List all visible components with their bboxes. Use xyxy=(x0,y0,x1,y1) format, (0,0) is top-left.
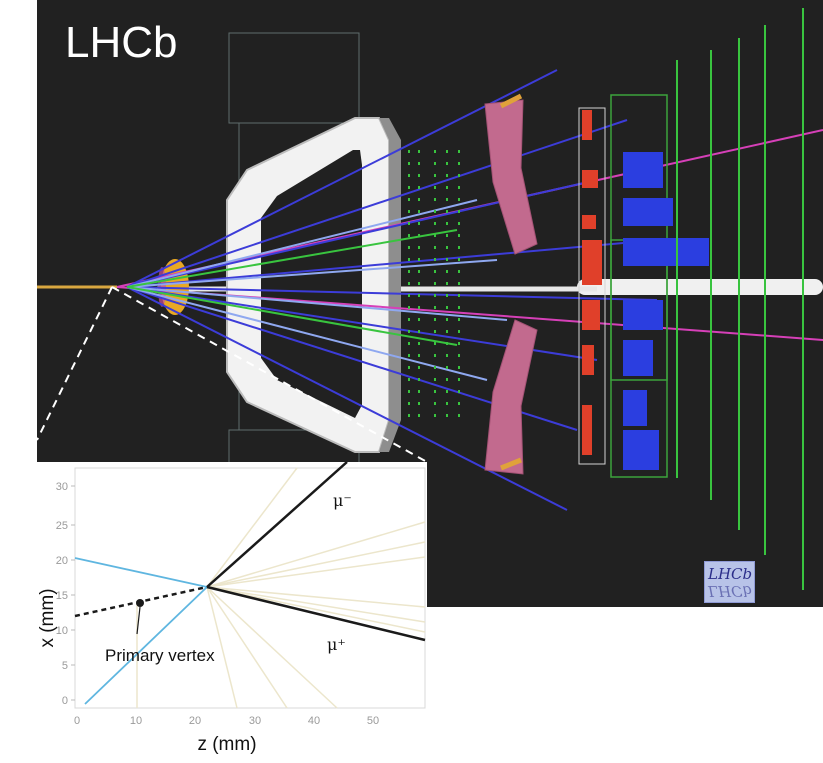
x-tick-40: 40 xyxy=(308,715,320,727)
y-tick-10: 10 xyxy=(56,625,68,637)
y-tick-marks xyxy=(71,485,75,701)
x-tick-labels: 0 10 20 30 40 50 xyxy=(74,715,379,727)
y-tick-0: 0 xyxy=(62,695,68,707)
x-tick-50: 50 xyxy=(367,715,379,727)
muon-minus-track xyxy=(206,461,348,588)
rich-detector xyxy=(484,99,538,475)
x-tick-30: 30 xyxy=(249,715,261,727)
event-display-canvas xyxy=(37,8,823,590)
beam-pipe xyxy=(577,279,823,295)
y-axis-title: x (mm) xyxy=(37,588,58,647)
muon-stations xyxy=(676,8,804,590)
x-tick-0: 0 xyxy=(74,715,80,727)
x-axis-title: z (mm) xyxy=(197,734,256,755)
muon-plus-label: μ⁺ xyxy=(327,635,346,654)
y-tick-25: 25 xyxy=(56,520,68,532)
zoom-guide-lines xyxy=(37,286,428,463)
lhcb-title: LHCb xyxy=(65,18,178,67)
primary-vertex-label: Primary vertex xyxy=(105,646,215,665)
primary-vertex-marker xyxy=(136,599,144,607)
muon-minus-label: μ⁻ xyxy=(333,491,352,510)
muon-plus-track xyxy=(206,585,426,642)
lhcb-badge-logo: LHCb LHCb xyxy=(704,561,755,603)
vertex-pointer xyxy=(136,606,141,635)
plot-frame xyxy=(74,467,426,709)
hcal xyxy=(610,94,709,478)
x-tick-10: 10 xyxy=(130,715,142,727)
y-tick-labels: 0 5 10 15 20 25 30 xyxy=(56,481,68,707)
magnet-coil xyxy=(226,117,401,453)
blue-tracks xyxy=(74,557,208,705)
ecal xyxy=(578,107,606,465)
y-tick-5: 5 xyxy=(62,660,68,672)
y-tick-30: 30 xyxy=(56,481,68,493)
badge-text-top: LHCb xyxy=(708,565,753,583)
y-tick-20: 20 xyxy=(56,555,68,567)
badge-text-bottom: LHCb xyxy=(708,582,753,600)
x-tick-20: 20 xyxy=(189,715,201,727)
tracking-stations xyxy=(408,150,460,420)
vertex-zoom-inset: 0 5 10 15 20 25 30 0 10 20 30 40 50 x (m… xyxy=(37,461,427,758)
background-tracks xyxy=(136,467,426,709)
y-tick-15: 15 xyxy=(56,590,68,602)
inset-plot: 0 5 10 15 20 25 30 0 10 20 30 40 50 x (m… xyxy=(37,461,426,755)
